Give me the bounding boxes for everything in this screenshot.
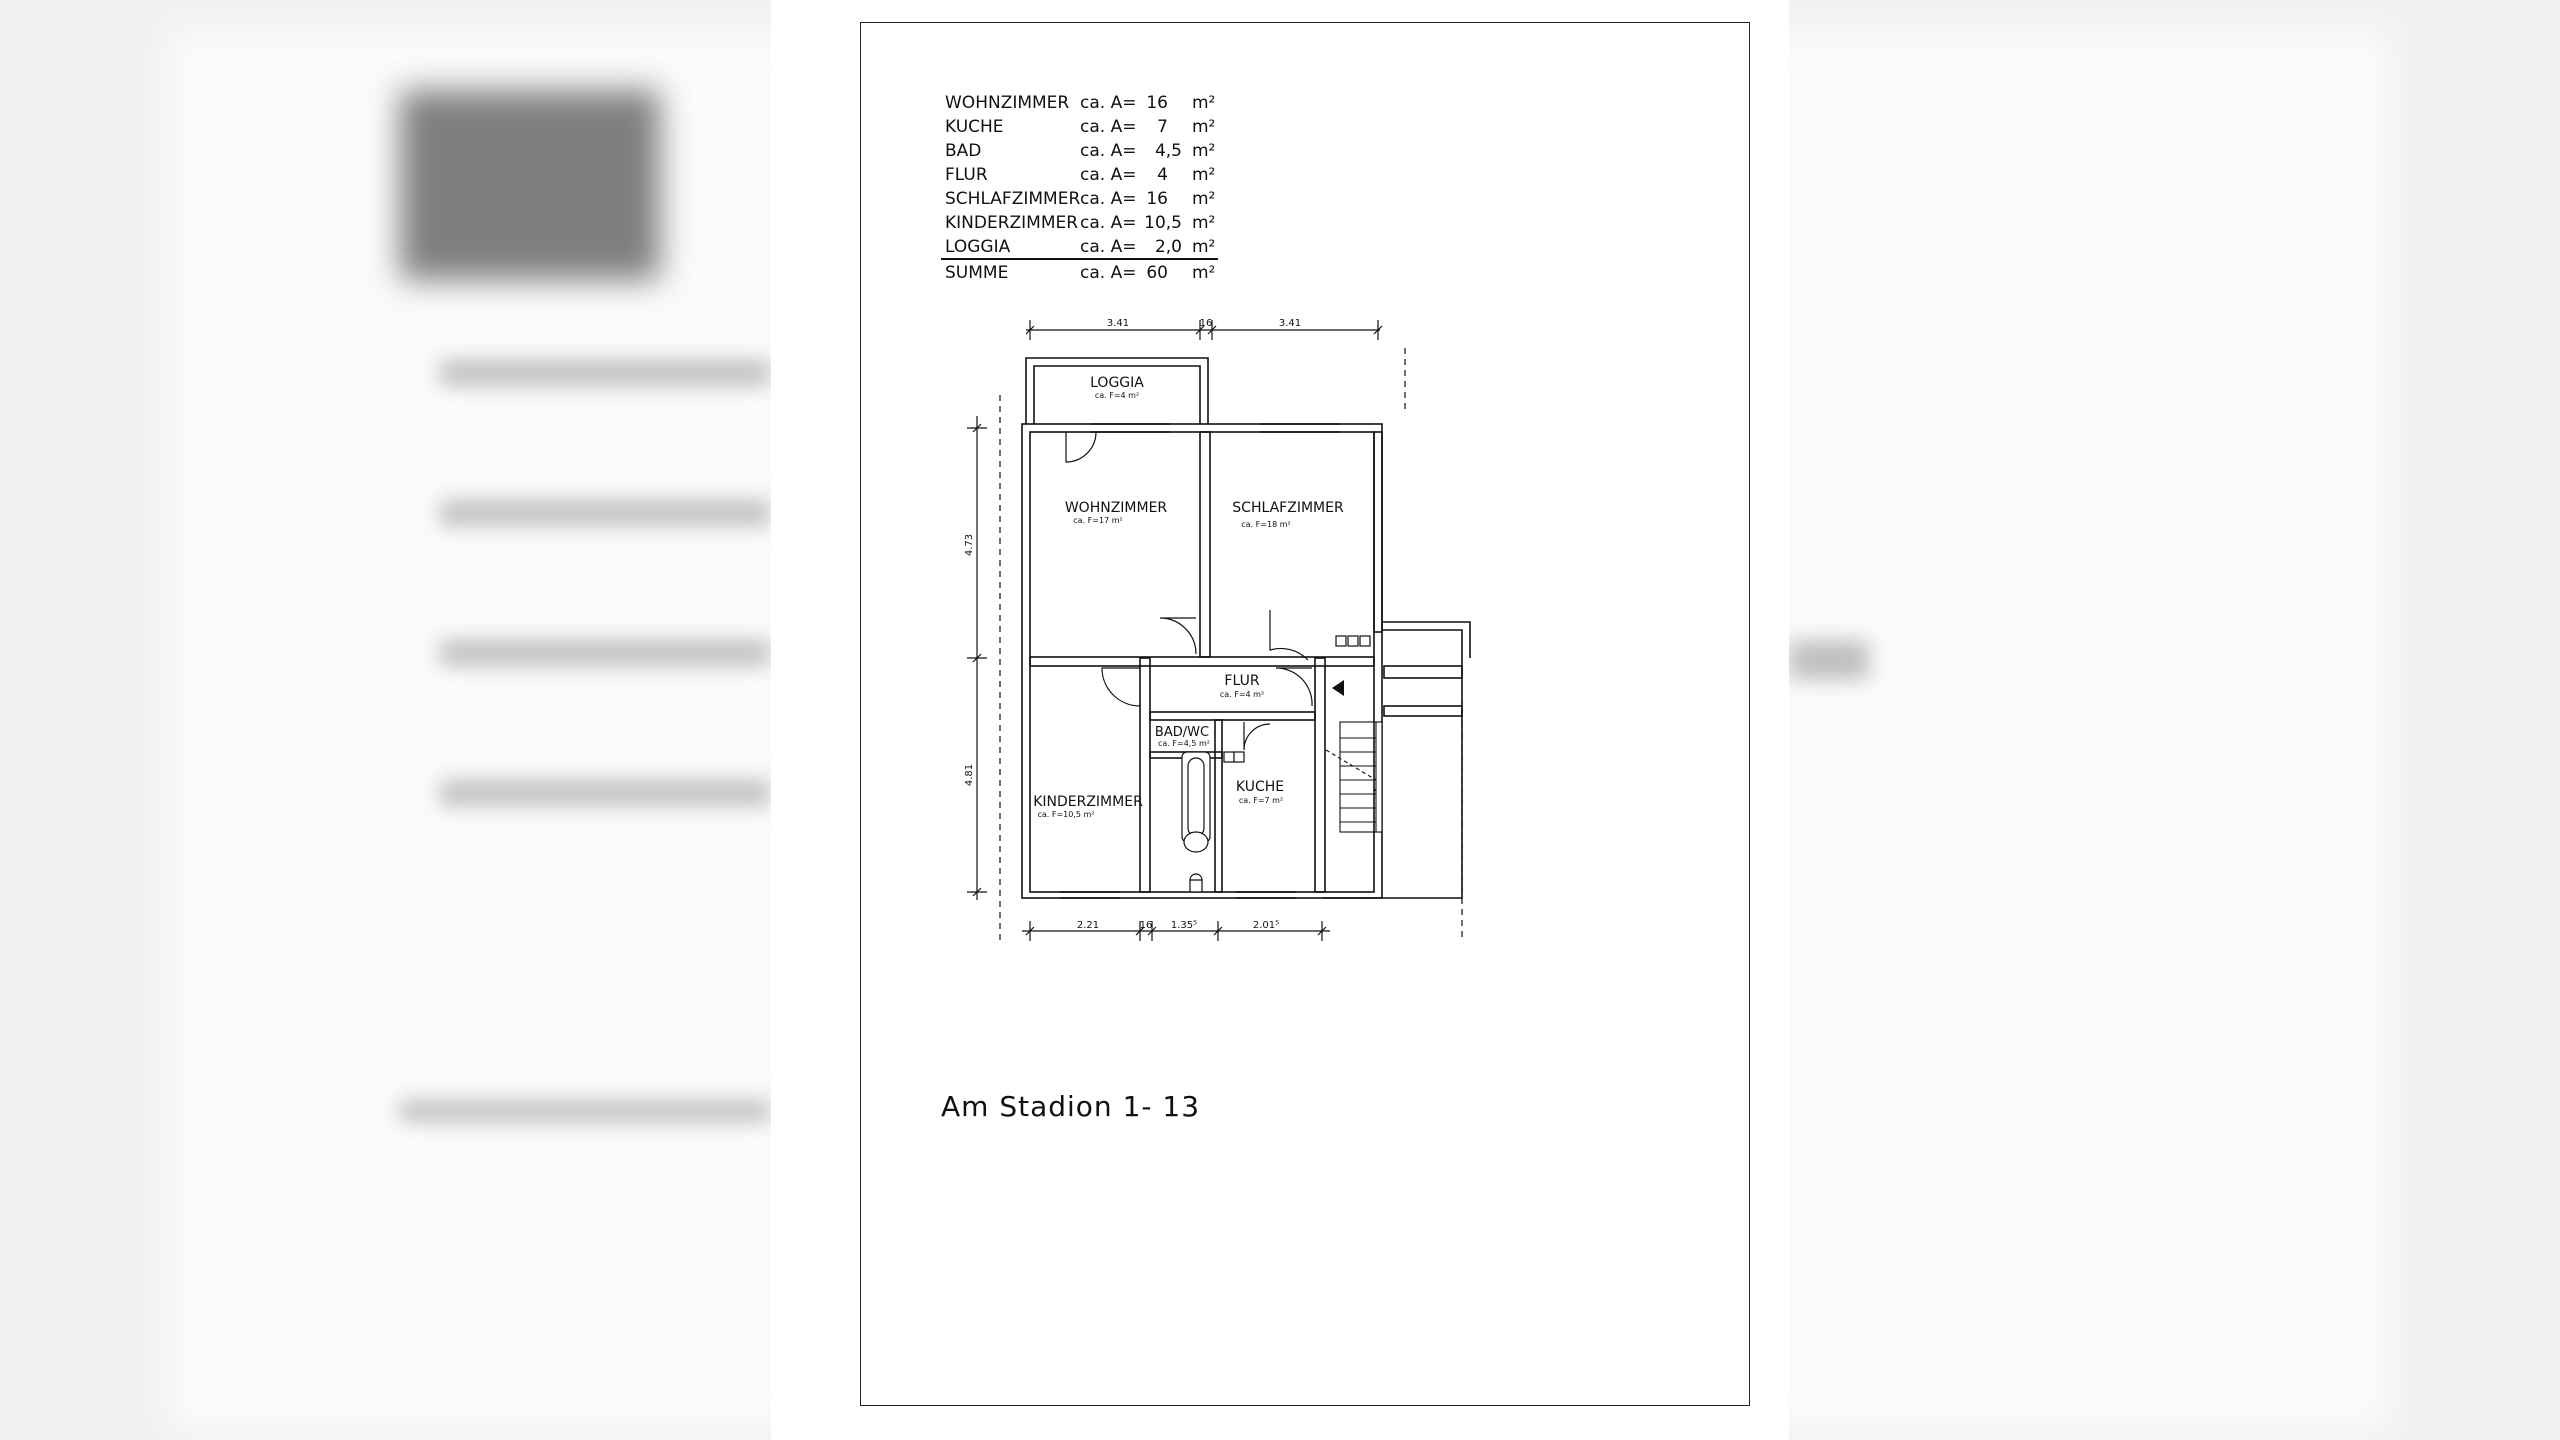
- room-label-kinderzimmer: KINDERZIMMER: [1033, 794, 1143, 810]
- room-area-loggia: ca. F=4 m²: [1095, 391, 1139, 400]
- blurred-document: [1789, 30, 2389, 1430]
- area-unit: m²: [1192, 263, 1215, 283]
- dim-bottom-1: 2.21: [1077, 920, 1099, 931]
- area-row: LOGGIA ca. A= 2,0 m²: [945, 237, 1215, 257]
- area-value: 10,5: [1144, 213, 1182, 233]
- dim-top-right: 3.41: [1279, 318, 1301, 329]
- area-value: 4: [1157, 165, 1168, 185]
- area-prefix: ca. A=: [1080, 165, 1136, 185]
- room-area-flur: ca. F=4 m²: [1220, 690, 1264, 699]
- area-room-label: LOGGIA: [945, 237, 1011, 257]
- dim-bottom-4: 2.01⁵: [1253, 920, 1279, 931]
- kitchen-stove-burner: [1233, 751, 1245, 763]
- room-label-loggia: LOGGIA: [1090, 375, 1144, 391]
- area-row: WOHNZIMMER ca. A= 16 m²: [945, 93, 1215, 113]
- bathtub-basin: [1187, 757, 1205, 837]
- area-value: 4,5: [1155, 141, 1182, 161]
- area-row: BAD ca. A= 4,5 m²: [945, 141, 1215, 161]
- meter-box: [1359, 635, 1371, 647]
- blurred-line: [440, 360, 770, 386]
- dim-bottom-3: 1.35⁵: [1171, 920, 1197, 931]
- blurred-line: [440, 640, 770, 666]
- staircase: [1325, 680, 1383, 833]
- area-unit: m²: [1192, 93, 1215, 113]
- area-room-label: WOHNZIMMER: [945, 93, 1069, 113]
- area-room-label: BAD: [945, 141, 981, 161]
- area-room-label: FLUR: [945, 165, 988, 185]
- dim-top-mid: 16: [1200, 318, 1213, 329]
- area-unit: m²: [1192, 237, 1215, 257]
- dim-bottom-2: 16: [1140, 920, 1153, 931]
- area-prefix: ca. A=: [1080, 213, 1136, 233]
- toilet-tank: [1189, 879, 1203, 893]
- blurred-line: [1789, 640, 1869, 680]
- dim-top-left: 3.41: [1107, 318, 1129, 329]
- room-area-bad: ca. F=4,5 m²: [1158, 739, 1210, 748]
- dimension-lines: [967, 320, 1463, 941]
- area-value: 16: [1146, 93, 1168, 113]
- dim-left-upper: 4.73: [964, 534, 975, 556]
- area-prefix: ca. A=: [1080, 189, 1136, 209]
- area-row: SCHLAFZIMMER ca. A= 16 m²: [945, 189, 1215, 209]
- area-value: 2,0: [1155, 237, 1182, 257]
- floor-plan-sheet: [860, 22, 1750, 1406]
- area-row: KINDERZIMMER ca. A= 10,5 m²: [945, 213, 1215, 233]
- room-label-wohnzimmer: WOHNZIMMER: [1065, 500, 1168, 516]
- blurred-header-block: [400, 90, 660, 280]
- area-room-label: KINDERZIMMER: [945, 213, 1078, 233]
- doors: [1065, 431, 1313, 751]
- area-value: 16: [1146, 189, 1168, 209]
- room-area-kinderzimmer: ca. F=10,5 m²: [1037, 810, 1094, 819]
- background-blur-left: [0, 0, 771, 1440]
- area-prefix: ca. A=: [1080, 237, 1136, 257]
- background-blur-right: [1789, 0, 2560, 1440]
- kitchen-stove-burner: [1223, 751, 1235, 763]
- blurred-line: [400, 1100, 770, 1122]
- room-area-wohnzimmer: ca. F=17 m²: [1073, 516, 1122, 525]
- room-label-kuche: KUCHE: [1236, 779, 1284, 795]
- room-area-kuche: ca. F=7 m²: [1239, 796, 1283, 805]
- room-label-schlafzimmer: SCHLAFZIMMER: [1232, 500, 1344, 516]
- address-caption: Am Stadion 1- 13: [941, 1090, 1201, 1123]
- area-unit: m²: [1192, 213, 1215, 233]
- room-area-schlafzimmer: ca. F=18 m²: [1241, 520, 1290, 529]
- area-room-label: KUCHE: [945, 117, 1004, 137]
- dimension-labels: 3.41 16 3.41 4.73 4.81 2.21 16 1.35⁵ 2.0…: [964, 318, 1301, 931]
- area-prefix: ca. A=: [1080, 141, 1136, 161]
- area-room-label: SUMME: [945, 263, 1008, 283]
- dim-left-lower: 4.81: [964, 764, 975, 786]
- area-table: WOHNZIMMER ca. A= 16 m² KUCHE ca. A= 7 m…: [945, 93, 1215, 283]
- area-row: KUCHE ca. A= 7 m²: [945, 117, 1215, 137]
- area-unit: m²: [1192, 141, 1215, 161]
- area-row: SUMME ca. A= 60 m²: [945, 263, 1215, 283]
- entrance-arrow-icon: [1332, 680, 1344, 696]
- area-value: 7: [1157, 117, 1168, 137]
- area-unit: m²: [1192, 117, 1215, 137]
- area-row: FLUR ca. A= 4 m²: [945, 165, 1215, 185]
- area-unit: m²: [1192, 165, 1215, 185]
- blurred-line: [440, 780, 770, 806]
- area-prefix: ca. A=: [1080, 93, 1136, 113]
- area-prefix: ca. A=: [1080, 117, 1136, 137]
- area-room-label: SCHLAFZIMMER: [945, 189, 1080, 209]
- area-unit: m²: [1192, 189, 1215, 209]
- meter-box: [1347, 635, 1359, 647]
- blurred-line: [440, 500, 770, 526]
- area-prefix: ca. A=: [1080, 263, 1136, 283]
- room-label-flur: FLUR: [1224, 673, 1259, 689]
- room-labels: LOGGIA ca. F=4 m² WOHNZIMMER ca. F=17 m²…: [1033, 375, 1344, 819]
- fixtures: [1181, 635, 1371, 893]
- room-label-bad: BAD/WC: [1155, 725, 1209, 740]
- area-value: 60: [1146, 263, 1168, 283]
- washbasin: [1183, 831, 1209, 853]
- meter-box: [1335, 635, 1347, 647]
